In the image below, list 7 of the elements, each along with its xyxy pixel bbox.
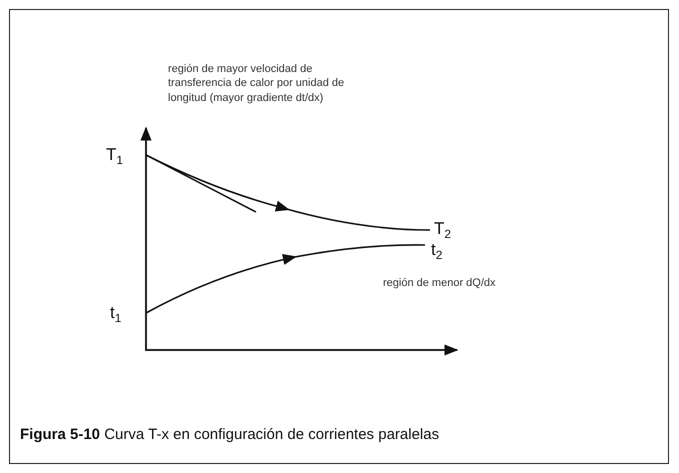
temperature-label: t$_{1}$ [110,304,122,326]
region-note: región de menor dQ/dx [383,276,497,290]
region-note: región de mayor velocidad de transferencia de calor por unidad de longitud (mayor gradiente dt/dx) [168,62,346,105]
temperature-label: T$_{1}$ [106,146,124,168]
figure-caption: Figura 5-10 Curva T-x en configuración de corrientes paralelas [20,426,440,443]
temperature-label: t$_{2}$ [431,241,442,262]
temperature-label: T$_{2}$ [434,220,452,242]
